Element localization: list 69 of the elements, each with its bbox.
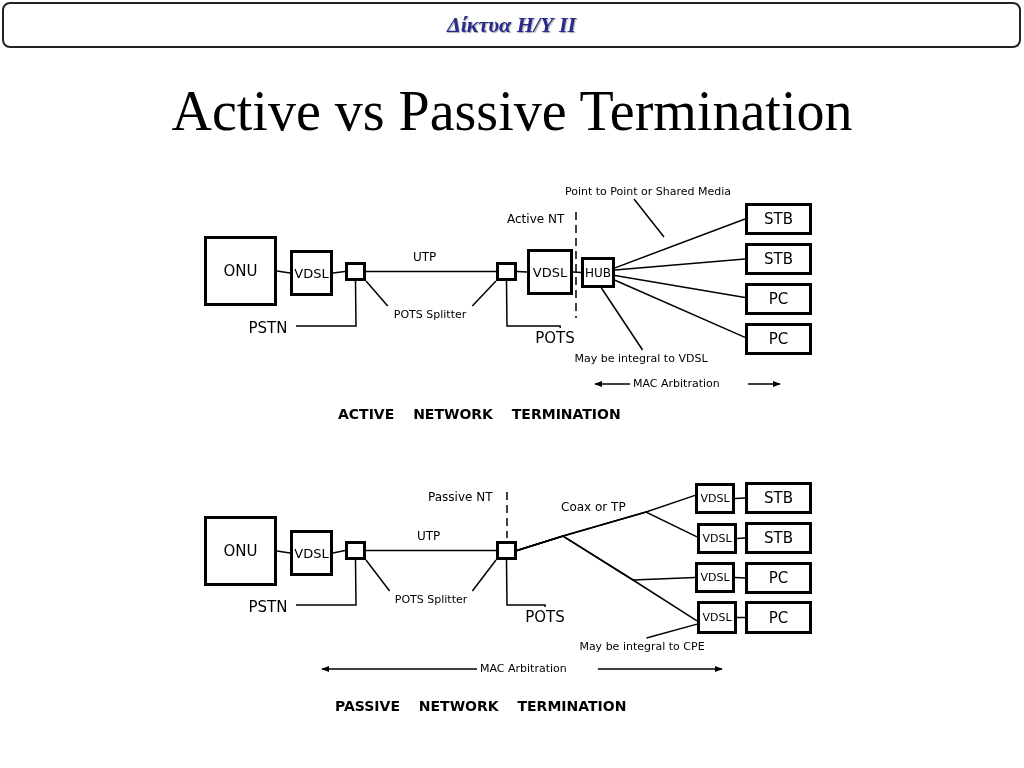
connector-line — [614, 279, 746, 339]
connector-line — [505, 280, 562, 329]
hub-box: HUB — [581, 257, 615, 288]
leader-line — [600, 287, 644, 351]
device-box: ONU — [204, 236, 277, 306]
connector-line — [276, 270, 291, 274]
device-box: VDSL — [697, 601, 737, 634]
connector-line — [614, 218, 746, 269]
terminal-box: STB — [745, 243, 812, 275]
divider-label: Active NT — [507, 212, 565, 226]
edge-label: UTP — [416, 529, 442, 543]
terminal-box: PC — [745, 562, 812, 594]
network-label: PSTN — [240, 597, 296, 617]
section-heading: ACTIVE NETWORK TERMINATION — [338, 406, 621, 422]
network-label: PSTN — [240, 318, 296, 338]
slide-title: Active vs Passive Termination — [170, 79, 854, 144]
terminal-box: STB — [745, 522, 812, 554]
callout-text: POTS Splitter — [383, 306, 477, 322]
splitter-box — [345, 541, 366, 560]
device-box: ONU — [204, 516, 277, 586]
terminal-box: STB — [745, 482, 812, 514]
connector-line — [365, 270, 497, 273]
terminal-box: PC — [745, 323, 812, 355]
callout-text: May be integral to CPE — [567, 638, 717, 654]
connector-line — [276, 550, 291, 554]
connector-line — [572, 271, 582, 274]
connector-line — [516, 535, 698, 622]
network-label: POTS — [518, 607, 572, 627]
device-box: VDSL — [695, 483, 735, 514]
leader-line — [645, 623, 698, 639]
edge-label: Coax or TP — [560, 500, 627, 514]
splitter-box — [345, 262, 366, 281]
leader-line — [365, 280, 389, 307]
terminal-box: STB — [745, 203, 812, 235]
connector-line — [614, 258, 746, 271]
device-box: VDSL — [290, 530, 333, 576]
connector-line — [505, 559, 546, 608]
callout-text: May be integral to VDSL — [562, 350, 720, 366]
leader-line — [633, 198, 665, 238]
connector-line — [332, 270, 346, 274]
terminal-box: PC — [745, 283, 812, 315]
terminal-box: PC — [745, 601, 812, 634]
network-label: POTS — [528, 328, 582, 348]
arbitration-label: MAC Arbitration — [633, 377, 720, 390]
header-bar: Δίκτυα Η/Υ II — [2, 2, 1021, 48]
connector-line — [734, 576, 746, 579]
connector-line — [295, 280, 357, 327]
device-box: VDSL — [697, 523, 737, 554]
device-box: VDSL — [290, 250, 333, 296]
connector-line — [295, 559, 357, 606]
connector-line — [516, 270, 528, 273]
callout-text: POTS Splitter — [385, 591, 477, 607]
connector-line — [365, 549, 497, 552]
splitter-box — [496, 262, 517, 281]
section-heading: PASSIVE NETWORK TERMINATION — [335, 698, 627, 714]
arbitration-label: MAC Arbitration — [480, 662, 567, 675]
leader-line — [471, 280, 497, 307]
device-box: VDSL — [695, 562, 735, 593]
connector-line — [736, 537, 746, 540]
connector-line — [734, 497, 746, 500]
leader-line — [471, 559, 497, 592]
device-box: VDSL — [527, 249, 573, 295]
splitter-box — [496, 541, 517, 560]
connector-line — [614, 274, 746, 299]
edge-label: UTP — [412, 250, 438, 264]
divider-label: Passive NT — [428, 490, 493, 504]
connector-line — [332, 549, 346, 554]
callout-text: Point to Point or Shared Media — [548, 183, 748, 199]
leader-line — [365, 559, 391, 592]
